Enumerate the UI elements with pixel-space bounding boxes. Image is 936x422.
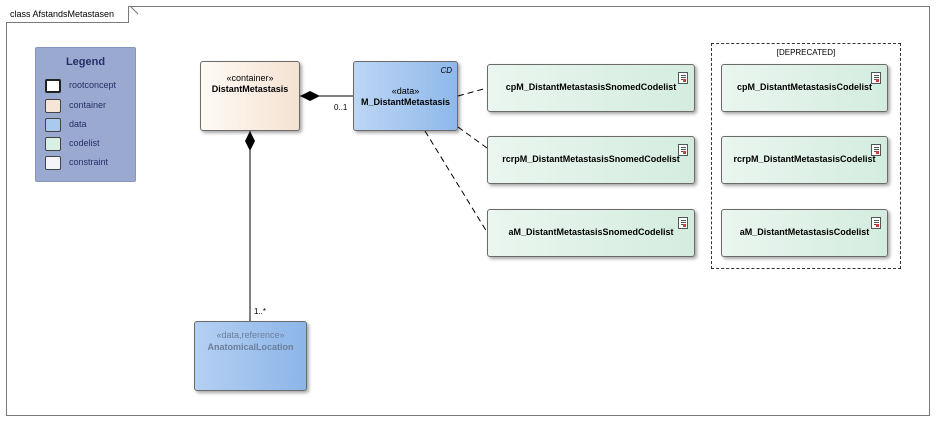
dependency-line-am xyxy=(424,130,488,233)
class-stereotype: «container» xyxy=(226,73,274,83)
codelist-name: aM_DistantMetastasisSnomedCodelist xyxy=(508,227,674,237)
legend-label-data: data xyxy=(69,119,87,129)
multiplicity-m-distant: 0..1 xyxy=(334,103,348,112)
class-name: M_DistantMetastasis xyxy=(360,97,451,107)
deprecated-label: [DEPRECATED] xyxy=(776,48,836,57)
legend-label-container: container xyxy=(69,100,107,110)
codelist-am-deprecated[interactable]: aM_DistantMetastasisCodelist xyxy=(721,209,888,257)
composition-diamond-anatomical xyxy=(245,131,255,151)
class-tag: CD xyxy=(440,66,452,75)
legend-panel: Legend rootconcept container data codeli… xyxy=(35,47,136,182)
dependency-line-cpm xyxy=(457,87,488,97)
legend-swatch-rootconcept xyxy=(45,79,61,93)
codelist-document-icon xyxy=(678,144,688,156)
class-name: DistantMetastasis xyxy=(211,84,289,94)
frame-tab-corner xyxy=(129,5,139,15)
legend-swatch-codelist xyxy=(45,137,61,151)
codelist-document-icon xyxy=(678,217,688,229)
class-distant-metastasis[interactable]: «container» DistantMetastasis xyxy=(200,61,300,131)
codelist-name: cpM_DistantMetastasisCodelist xyxy=(736,82,873,92)
class-stereotype: «data,reference» xyxy=(216,330,285,340)
legend-label-codelist: codelist xyxy=(69,138,100,148)
legend-swatch-container xyxy=(45,99,61,113)
codelist-name: cpM_DistantMetastasisSnomedCodelist xyxy=(505,82,677,92)
codelist-name: aM_DistantMetastasisCodelist xyxy=(739,227,870,237)
codelist-rcrpm-snomed[interactable]: rcrpM_DistantMetastasisSnomedCodelist xyxy=(487,136,695,184)
codelist-document-icon xyxy=(871,72,881,84)
codelist-am-snomed[interactable]: aM_DistantMetastasisSnomedCodelist xyxy=(487,209,695,257)
codelist-document-icon xyxy=(678,72,688,84)
codelist-name: rcrpM_DistantMetastasisSnomedCodelist xyxy=(502,154,680,164)
legend-swatch-data xyxy=(45,118,61,132)
class-stereotype: «data» xyxy=(391,86,420,96)
legend-title: Legend xyxy=(65,56,106,68)
codelist-cpm-deprecated[interactable]: cpM_DistantMetastasisCodelist xyxy=(721,64,888,112)
legend-label-constraint: constraint xyxy=(69,157,109,167)
class-anatomical-location[interactable]: «data,reference» AnatomicalLocation xyxy=(194,321,307,391)
deprecated-group: [DEPRECATED] xyxy=(711,43,901,269)
diagram-frame-title: class AfstandsMetastasen xyxy=(6,6,130,23)
codelist-document-icon xyxy=(871,144,881,156)
composition-diamond-m-distant xyxy=(300,91,320,101)
legend-label-rootconcept: rootconcept xyxy=(69,80,117,90)
class-m-distant-metastasis[interactable]: CD «data» M_DistantMetastasis xyxy=(353,61,458,131)
codelist-rcrpm-deprecated[interactable]: rcrpM_DistantMetastasisCodelist xyxy=(721,136,888,184)
codelist-document-icon xyxy=(871,217,881,229)
legend-swatch-constraint xyxy=(45,156,61,170)
codelist-cpm-snomed[interactable]: cpM_DistantMetastasisSnomedCodelist xyxy=(487,64,695,112)
class-name: AnatomicalLocation xyxy=(207,342,294,352)
multiplicity-anatomical: 1..* xyxy=(254,307,267,316)
codelist-name: rcrpM_DistantMetastasisCodelist xyxy=(733,154,876,164)
dependency-line-rcrpm xyxy=(457,126,488,149)
